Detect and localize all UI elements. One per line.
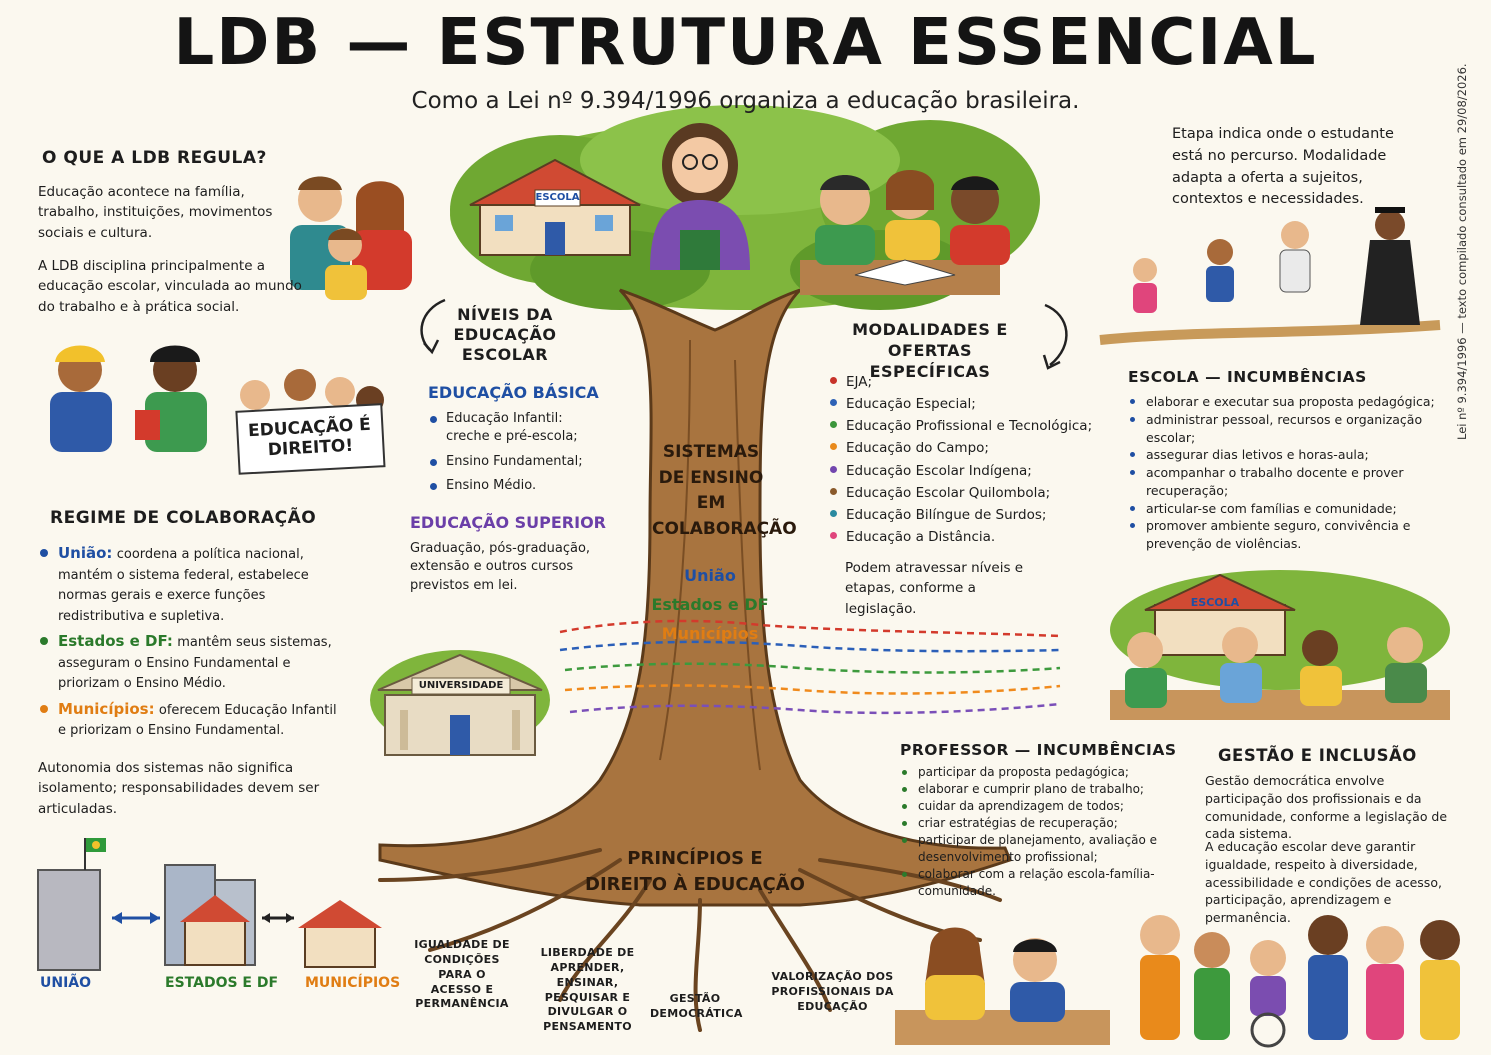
list-item: acompanhar o trabalho docente e prover r… bbox=[1128, 464, 1448, 500]
school-sign: ESCOLA bbox=[535, 192, 580, 203]
school-meeting-icon bbox=[1110, 570, 1450, 720]
superior-text: Graduação, pós-graduação, extensão e out… bbox=[410, 541, 591, 593]
banner-text: EDUCAÇÃO É DIREITO! bbox=[247, 414, 372, 461]
trunk-item-uniao: União bbox=[684, 566, 736, 585]
modalidades-note: Podem atravessar níveis e etapas, confor… bbox=[845, 560, 1024, 617]
list-item: articular-se com famílias e comunidade; bbox=[1128, 500, 1448, 518]
gestao-text-2: A educação escolar deve garantir igualda… bbox=[1205, 839, 1442, 925]
escola-list: elaborar e executar sua proposta pedagóg… bbox=[1128, 393, 1448, 553]
regime-note: Autonomia dos sistemas não significa iso… bbox=[38, 760, 320, 817]
list-item: Educação Escolar Indígena; bbox=[828, 460, 1098, 482]
list-item: Educação Bilíngue de Surdos; bbox=[828, 504, 1098, 526]
estados-building-icon bbox=[164, 864, 256, 966]
modalidades-arrow-icon bbox=[1044, 303, 1068, 366]
universidade-sign: UNIVERSIDADE bbox=[418, 680, 504, 691]
roots-title: PRINCÍPIOS E DIREITO À EDUCAÇÃO bbox=[585, 848, 805, 896]
teacher-helping-student-icon bbox=[895, 927, 1110, 1045]
side-note: Lei nº 9.394/1996 — texto compilado cons… bbox=[1455, 63, 1469, 440]
building-label-municipios: MUNICÍPIOS bbox=[305, 975, 401, 991]
basica-title: EDUCAÇÃO BÁSICA bbox=[428, 383, 599, 402]
page-title: LDB — ESTRUTURA ESSENCIAL bbox=[173, 6, 1318, 80]
root-label-valorizacao: VALORIZAÇÃO DOS PROFISSIONAIS DA EDUCAÇÃ… bbox=[771, 970, 894, 1013]
trunk-item-estados: Estados e DF bbox=[651, 595, 769, 614]
professor-heading: PROFESSOR — INCUMBÊNCIAS bbox=[900, 741, 1177, 759]
worker-student-icon bbox=[50, 345, 207, 452]
protest-group-icon bbox=[235, 369, 386, 475]
list-item: participar de planejamento, avaliação e … bbox=[900, 832, 1160, 866]
page-subtitle: Como a Lei nº 9.394/1996 organiza a educ… bbox=[411, 88, 1080, 114]
list-item: elaborar e executar sua proposta pedagóg… bbox=[1128, 393, 1448, 411]
regime-item-text: oferecem Educação Infantil e priorizam o… bbox=[58, 702, 337, 739]
regula-text-2: A LDB disciplina principalmente a educaç… bbox=[38, 258, 302, 315]
etapa-text: Etapa indica onde o estudante está no pe… bbox=[1172, 126, 1394, 208]
regime-item-text: coordena a política nacional, mantém o s… bbox=[58, 547, 309, 624]
regime-item-name: Municípios: bbox=[58, 699, 155, 718]
list-item: Educação Profissional e Tecnológica; bbox=[828, 415, 1098, 437]
students-reading-icon bbox=[800, 170, 1010, 295]
list-item: Educação a Distância. bbox=[828, 526, 1098, 548]
regula-heading: O QUE A LDB REGULA? bbox=[42, 148, 267, 168]
list-item: Educação Especial; bbox=[828, 393, 1098, 415]
list-item: promover ambiente seguro, convivência e … bbox=[1128, 517, 1448, 553]
list-item: Ensino Médio. bbox=[428, 477, 608, 495]
list-item: Ensino Fundamental; bbox=[428, 453, 608, 471]
collaboration-arrows bbox=[559, 619, 1061, 715]
escola-heading: ESCOLA — INCUMBÊNCIAS bbox=[1128, 368, 1367, 386]
uniao-building-icon bbox=[37, 838, 106, 971]
niveis-heading: NÍVEIS DA EDUCAÇÃO ESCOLAR bbox=[453, 305, 557, 364]
list-item: criar estratégias de recuperação; bbox=[900, 815, 1160, 832]
bullet-icon bbox=[40, 704, 48, 713]
family-illustration-icon bbox=[290, 176, 412, 300]
regime-item-estados: Estados e DF: mantêm seus sistemas, asse… bbox=[38, 630, 338, 694]
regime-item-uniao: União: coordena a política nacional, man… bbox=[38, 542, 338, 626]
gestao-heading: GESTÃO E INCLUSÃO bbox=[1218, 746, 1417, 765]
root-label-igualdade: IGUALDADE DE CONDIÇÕES PARA O ACESSO E P… bbox=[414, 938, 510, 1011]
regime-heading: REGIME DE COLABORAÇÃO bbox=[50, 508, 317, 528]
modalidades-list: EJA; Educação Especial; Educação Profiss… bbox=[828, 371, 1098, 548]
list-item: participar da proposta pedagógica; bbox=[900, 764, 1160, 781]
bullet-icon bbox=[40, 549, 48, 557]
list-item: EJA; bbox=[828, 371, 1098, 393]
regime-list: União: coordena a política nacional, man… bbox=[38, 542, 338, 741]
root-label-liberdade: LIBERDADE DE APRENDER, ENSINAR, PESQUISA… bbox=[540, 946, 635, 1034]
school-building-icon bbox=[469, 158, 641, 256]
root-label-gestao: GESTÃO DEMOCRÁTICA bbox=[650, 992, 743, 1020]
trunk-title: SISTEMAS DE ENSINO EM COLABORAÇÃO bbox=[652, 442, 797, 539]
regime-item-name: Estados e DF: bbox=[58, 632, 173, 650]
list-item: elaborar e cumprir plano de trabalho; bbox=[900, 781, 1160, 798]
list-item: assegurar dias letivos e horas-aula; bbox=[1128, 446, 1448, 464]
gestao-text-1: Gestão democrática envolve participação … bbox=[1205, 773, 1448, 842]
list-item: colaborar com a relação escola-família-c… bbox=[900, 866, 1160, 900]
regime-item-text: mantêm seus sistemas, asseguram o Ensino… bbox=[58, 635, 332, 691]
building-label-estados: ESTADOS E DF bbox=[165, 975, 279, 991]
list-item: Educação do Campo; bbox=[828, 437, 1098, 459]
regula-text-1: Educação acontece na família, trabalho, … bbox=[38, 184, 273, 241]
list-item: Educação Escolar Quilombola; bbox=[828, 482, 1098, 504]
regime-item-municipios: Municípios: oferecem Educação Infantil e… bbox=[38, 698, 338, 741]
list-item: cuidar da aprendizagem de todos; bbox=[900, 798, 1160, 815]
trunk-item-municipios: Municípios bbox=[661, 624, 759, 643]
superior-title: EDUCAÇÃO SUPERIOR bbox=[410, 513, 606, 532]
list-item: administrar pessoal, recursos e organiza… bbox=[1128, 411, 1448, 447]
tree-trunk bbox=[378, 288, 1013, 907]
professor-list: participar da proposta pedagógica; elabo… bbox=[900, 764, 1160, 900]
regime-item-name: União: bbox=[58, 544, 113, 562]
modalidades-heading: MODALIDADES E OFERTAS ESPECÍFICAS bbox=[852, 320, 1008, 381]
municipios-building-icon bbox=[298, 900, 382, 968]
basica-list: Educação Infantil: creche e pré-escola; … bbox=[428, 410, 608, 496]
escola-sign: ESCOLA bbox=[1190, 596, 1240, 609]
building-label-uniao: UNIÃO bbox=[40, 975, 92, 991]
diverse-group-icon bbox=[1140, 915, 1460, 1048]
bullet-icon bbox=[40, 637, 48, 645]
university-building-icon bbox=[370, 650, 550, 756]
list-item: Educação Infantil: creche e pré-escola; bbox=[428, 410, 608, 447]
student-path-icon bbox=[1099, 207, 1441, 345]
teacher-figure-icon bbox=[650, 123, 750, 270]
